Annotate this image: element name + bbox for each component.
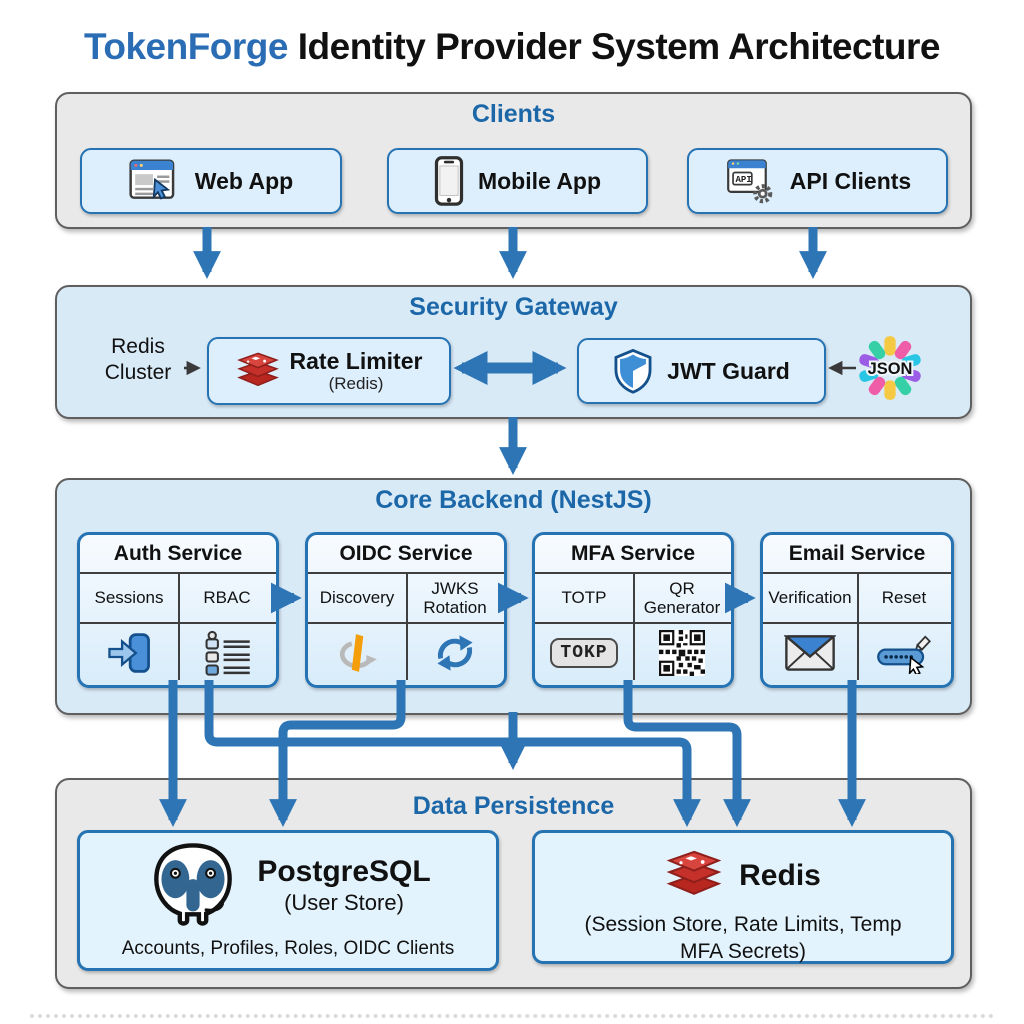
postgresql-label: PostgreSQL [257, 854, 431, 888]
redis-cluster-label: Redis Cluster [104, 335, 172, 385]
jwt-guard-node: JWT Guard [577, 338, 826, 404]
oidc-jwks-label: JWKS Rotation [423, 578, 487, 617]
postgresql-node: PostgreSQL (User Store) Accounts, Profil… [77, 830, 499, 971]
data-persistence-title: Data Persistence [412, 792, 615, 820]
redis-node: Redis (Session Store, Rate Limits, Temp … [532, 830, 954, 964]
rate-limiter-node: Rate Limiter (Redis) [207, 337, 451, 405]
qr-code-icon [659, 630, 705, 676]
bottom-dotted-line [30, 1014, 994, 1018]
auth-rbac-label: RBAC [203, 588, 251, 608]
redis-icon [236, 352, 279, 387]
data-persistence-section: Data Persistence PostgreSQL (User Store) [55, 778, 972, 989]
oidc-discovery-label: Discovery [319, 588, 395, 608]
mfa-qr-label: QR Generator [643, 578, 721, 617]
svg-text:API: API [735, 174, 751, 185]
page-title: TokenForge Identity Provider System Arch… [83, 26, 941, 67]
web-app-node: Web App [80, 148, 342, 214]
totp-code-badge: TOKP [550, 638, 618, 668]
postgresql-sublabel: (User Store) [284, 889, 404, 915]
auth-sessions-label: Sessions [94, 588, 164, 608]
email-service-title: Email Service [788, 541, 926, 565]
auth-service-box: Auth Service Sessions RBAC [77, 532, 279, 688]
web-app-label: Web App [194, 167, 294, 194]
oidc-service-title: OIDC Service [339, 541, 473, 565]
column-divider [633, 572, 635, 680]
postgresql-elephant-icon [154, 843, 233, 926]
jwt-json-logo: JSON [859, 336, 921, 400]
login-icon [108, 633, 150, 673]
rate-limiter-label: Rate Limiter [289, 348, 423, 375]
api-clients-node: API API Clients [687, 148, 948, 214]
jwt-guard-label: JWT Guard [667, 357, 790, 384]
mfa-service-title: MFA Service [570, 541, 696, 565]
password-reset-icon [877, 635, 932, 674]
redis-icon-large [666, 850, 722, 895]
mobile-app-node: Mobile App [387, 148, 648, 214]
smartphone-icon [434, 156, 464, 206]
email-reset-label: Reset [881, 588, 927, 608]
auth-service-title: Auth Service [113, 541, 243, 565]
rate-limiter-sublabel: (Redis) [328, 374, 384, 394]
envelope-icon [784, 635, 836, 671]
clients-section-title: Clients [471, 100, 556, 128]
security-gateway-title: Security Gateway [409, 293, 618, 321]
clients-section: Clients Web App Mobile App [55, 92, 972, 229]
mfa-totp-label: TOTP [561, 588, 607, 608]
rotation-icon [437, 635, 473, 671]
mobile-app-label: Mobile App [477, 167, 602, 194]
rbac-list-icon [205, 630, 250, 676]
redis-label: Redis [739, 858, 821, 892]
redis-sublabel: (Session Store, Rate Limits, Temp MFA Se… [584, 913, 902, 964]
openid-icon [339, 634, 377, 672]
jwt-logo-text: JSON [868, 360, 913, 378]
email-service-box: Email Service Verification Reset [760, 532, 954, 688]
column-divider [178, 572, 180, 680]
core-backend-title: Core Backend (NestJS) [375, 486, 652, 514]
brand-name: TokenForge [83, 26, 289, 67]
email-verification-label: Verification [768, 588, 852, 608]
postgresql-tables-label: Accounts, Profiles, Roles, OIDC Clients [121, 938, 455, 959]
shield-icon [614, 348, 652, 394]
api-window-icon: API [726, 159, 773, 204]
oidc-service-box: OIDC Service Discovery JWKS Rotation [305, 532, 507, 688]
column-divider [406, 572, 408, 680]
mfa-service-box: MFA Service TOTP QR Generator TOKP [532, 532, 734, 688]
column-divider [857, 572, 859, 680]
api-clients-label: API Clients [789, 167, 912, 194]
core-backend-section: Core Backend (NestJS) Auth Service Sessi… [55, 478, 972, 715]
browser-icon [129, 159, 175, 200]
security-gateway-section: Security Gateway Redis Cluster Rate Limi… [55, 285, 972, 419]
